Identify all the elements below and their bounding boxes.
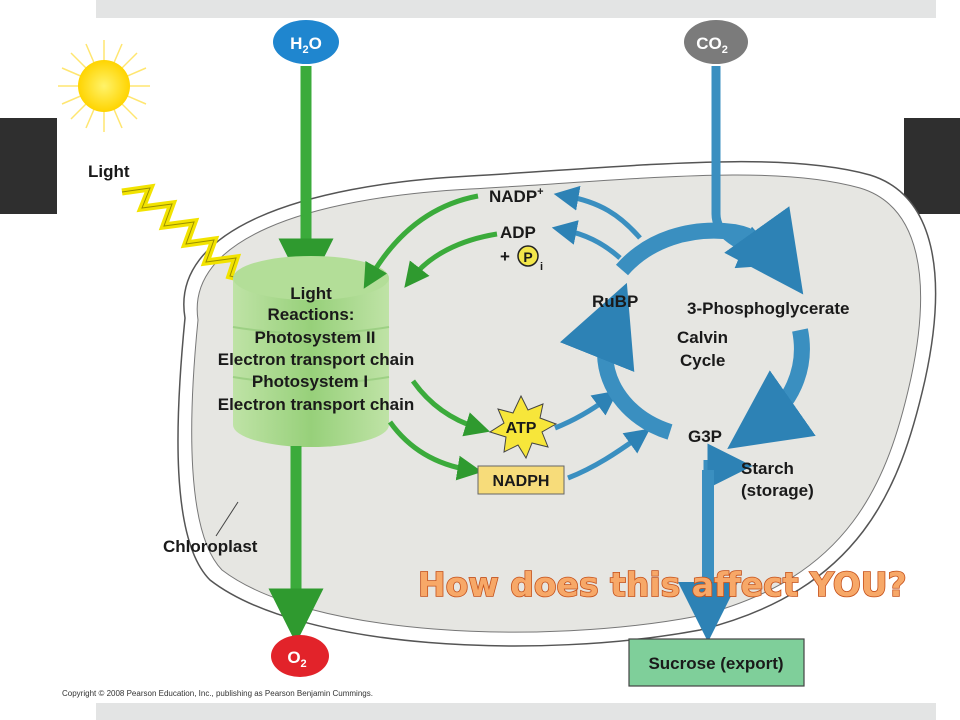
nadp-to-light-arrow: [363, 193, 479, 289]
starch-label-line2: (storage): [741, 481, 814, 500]
calvin-right-arrow: [727, 328, 816, 449]
calvin-cycle-line2: Cycle: [680, 351, 725, 370]
calvin-to-nadp-arrow: [553, 185, 642, 240]
chloroplast-pointer-line: [215, 501, 239, 537]
starch-label-line1: Starch: [741, 459, 794, 478]
co2-text: CO: [696, 34, 722, 53]
thylakoid-stack: [232, 256, 390, 447]
nadph-to-calvin-arrow: [567, 428, 651, 481]
rubp-label: RuBP: [592, 292, 638, 311]
light-reactions-line5: Photosystem I: [252, 372, 368, 391]
atp-starburst-icon: [488, 394, 558, 460]
phosphate-p: P: [523, 249, 532, 265]
right-side-block: [904, 118, 960, 214]
co2-label: CO2: [696, 34, 728, 56]
oxygen-sub: 2: [301, 658, 307, 670]
g3p-label: G3P: [688, 427, 722, 446]
top-band: [96, 0, 936, 18]
nadph-box: [477, 465, 565, 495]
atp-label: ATP: [506, 420, 537, 437]
phosphate-subscript: i: [540, 261, 543, 273]
oxygen-o: O: [287, 648, 300, 667]
light-to-nadph-arrow: [387, 420, 483, 481]
nadp-text: NADP: [489, 187, 537, 206]
light-zigzag-outline: [121, 187, 256, 283]
adp-to-light-arrow: [404, 231, 498, 288]
sucrose-box: [628, 638, 805, 687]
atp-to-calvin-arrow: [554, 390, 619, 431]
chloroplast-label: Chloroplast: [163, 537, 258, 556]
water-label: H2O: [290, 34, 322, 56]
left-side-block: [0, 118, 57, 214]
headline-question: How does this affect YOU?: [418, 565, 907, 604]
light-label: Light: [88, 162, 130, 181]
co2-sub: 2: [722, 44, 728, 56]
bottom-band: [96, 703, 936, 720]
calvin-cycle-line1: Calvin: [677, 328, 728, 347]
water-input-oval: [273, 20, 339, 64]
copyright-notice: Copyright © 2008 Pearson Education, Inc.…: [62, 689, 373, 698]
oxygen-output-oval: [271, 635, 329, 677]
nadp-superscript: +: [537, 186, 543, 198]
light-reactions-line6: Electron transport chain: [218, 395, 414, 414]
calvin-left-arc-arrow: [560, 282, 673, 440]
sucrose-label: Sucrose (export): [648, 654, 783, 673]
calvin-top-arc-arrow: [615, 206, 804, 295]
light-to-atp-arrow: [410, 379, 490, 437]
light-reactions-line1: Light: [290, 284, 332, 303]
nadph-label: NADPH: [493, 473, 550, 490]
light-reactions-line2: Reactions:: [268, 305, 355, 324]
oxygen-label: O2: [287, 648, 306, 670]
light-reactions-line4: Electron transport chain: [218, 350, 414, 369]
co2-input-oval: [684, 20, 748, 64]
water-h: H: [290, 34, 302, 53]
nadp-label: NADP+: [489, 186, 544, 206]
light-reactions-line3: Photosystem II: [255, 328, 376, 347]
water-sub: 2: [302, 44, 308, 56]
sun-icon: [58, 40, 150, 132]
plus-label: +: [500, 247, 510, 266]
calvin-to-adp-arrow: [551, 220, 622, 260]
pga-label: 3-Phosphoglycerate: [687, 299, 850, 318]
phosphate-icon: [517, 245, 539, 267]
g3p-to-starch-arrow: [703, 443, 753, 489]
water-o: O: [309, 34, 322, 53]
adp-label: ADP: [500, 223, 536, 242]
